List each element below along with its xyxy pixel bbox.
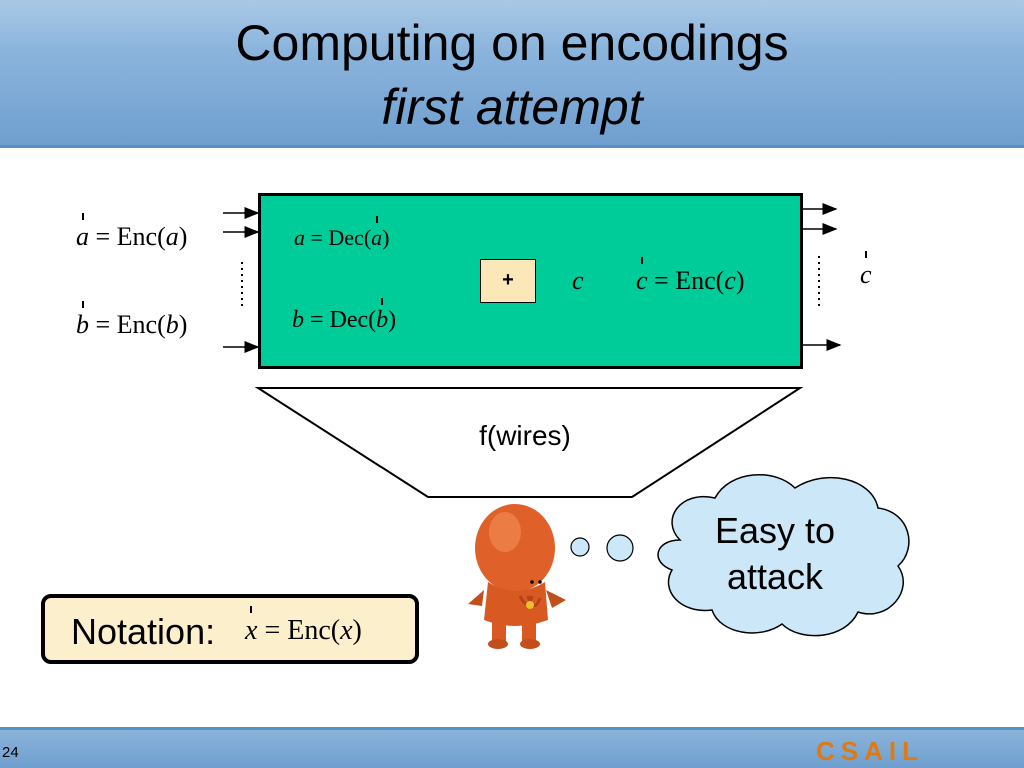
output-c-hat-var: c [860,260,872,289]
b-close-paren: ) [178,310,188,339]
a-enc-text: = Enc( [95,222,166,251]
wires-funnel [254,387,804,498]
csail-logo: CSAIL [816,736,924,766]
page-number: 24 [2,744,19,761]
dec-a-arg: a [371,225,383,250]
c-output-label: c [572,266,584,296]
notation-equation: x = Enc(x) [245,615,362,647]
slide-title: Computing on encodings [235,15,789,71]
wires-function-label: f(wires) [479,420,571,451]
notation-box: Notation: x = Enc(x) [41,594,419,664]
plus-gate: + [480,259,536,303]
cthulhu-figure [468,504,566,649]
a-close-paren: ) [178,222,188,251]
dec-b-equation: b = Dec(b) [292,307,396,334]
b-arg: b [165,310,179,339]
a-hat-var: a [76,222,89,251]
b-enc-text: = Enc( [95,310,166,339]
notation-x-arg: x [340,615,353,646]
thought-bubble-medium [570,537,590,557]
notation-label: Notation: [71,611,216,652]
dec-b-var: b [292,307,304,333]
dec-b-close: ) [388,307,397,333]
dec-b-text: = Dec( [310,307,377,333]
thought-cloud [657,473,910,637]
slide-footer: 24 CSAIL [0,727,1024,768]
dec-a-equation: a = Dec(a) [294,225,389,251]
b-hat-var: b [76,310,89,339]
notation-close: ) [352,615,362,646]
enc-c-text: = Enc( [654,266,725,295]
c-var: c [572,266,584,295]
slide-subtitle: first attempt [381,79,643,135]
enc-c-arg: c [724,266,736,295]
dec-a-text: = Dec( [310,225,372,250]
slide-header: Computing on encodings first attempt [0,0,1024,148]
thought-text: Easy to attack [690,508,860,600]
input-b-equation: b = Enc(b) [76,310,187,340]
input-a-equation: a = Enc(a) [76,222,187,252]
notation-x-var: x [245,615,258,646]
dec-a-var: a [294,225,305,250]
enc-c-equation: c = Enc(c) [636,266,745,296]
enc-c-close: ) [735,266,745,295]
thought-bubble-large [606,534,634,562]
dec-a-close: ) [382,225,390,250]
c-hat-var: c [636,266,648,295]
notation-enc-text: = Enc( [264,615,341,646]
thought-line-1: Easy to [714,510,836,551]
output-c-hat: c [860,260,872,290]
dec-b-arg: b [376,307,389,333]
a-arg: a [165,222,179,251]
thought-line-2: attack [726,556,824,597]
